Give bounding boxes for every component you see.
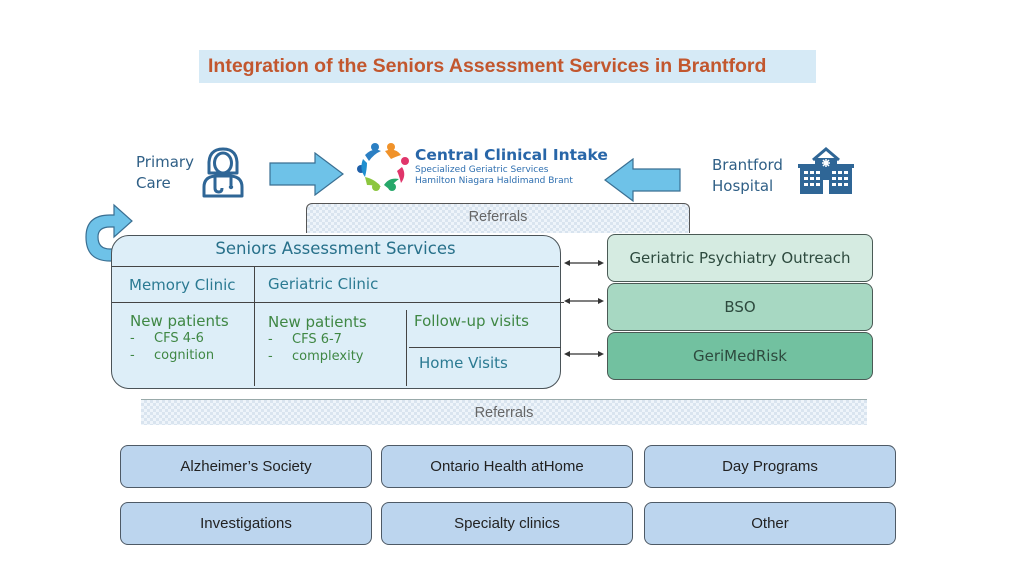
service-other: Other	[644, 502, 896, 545]
service-investigations: Investigations	[120, 502, 372, 545]
memory-clinic-new-patients: New patients -CFS 4-6 -cognition	[130, 312, 229, 364]
service-ontario-health-athome: Ontario Health atHome	[381, 445, 633, 488]
divider	[406, 310, 407, 386]
central-intake-name: Central Clinical Intake	[415, 146, 608, 164]
title-banner: Integration of the Seniors Assessment Se…	[199, 50, 816, 83]
primary-care-line1: Primary	[136, 153, 194, 171]
new-patients-label: New patients	[268, 313, 367, 331]
list-item: -CFS 4-6	[130, 331, 204, 346]
people-circle-logo-icon	[357, 143, 409, 191]
bidirectional-arrow-icon	[564, 351, 604, 357]
sas-title: Seniors Assessment Services	[215, 239, 456, 258]
referrals-bottom-label: Referrals	[474, 405, 534, 421]
service-specialty-clinics: Specialty clinics	[381, 502, 633, 545]
hospital-label: Brantford Hospital	[712, 155, 783, 197]
central-intake-subtitle1: Specialized Geriatric Services	[415, 165, 549, 175]
partner-bso: BSO	[607, 283, 873, 331]
follow-up-visits: Follow-up visits	[414, 312, 529, 330]
geriatric-clinic-new-patients: New patients -CFS 6-7 -complexity	[268, 313, 367, 365]
bidirectional-arrow-icon	[564, 260, 604, 266]
service-alzheimers-society: Alzheimer’s Society	[120, 445, 372, 488]
referrals-band-top: Referrals	[306, 203, 690, 233]
list-item: -cognition	[130, 348, 215, 363]
central-intake-block: Central Clinical Intake Specialized Geri…	[415, 146, 608, 187]
seniors-assessment-services-box: Seniors Assessment Services Memory Clini…	[111, 235, 564, 389]
partner-gerimedrisk: GeriMedRisk	[607, 332, 873, 380]
divider	[112, 266, 559, 267]
diagram-title: Integration of the Seniors Assessment Se…	[208, 55, 767, 77]
hospital-line1: Brantford	[712, 156, 783, 174]
hospital-line2: Hospital	[712, 177, 774, 195]
arrow-left-icon	[604, 158, 681, 202]
central-intake-subtitle2: Hamilton Niagara Haldimand Brant	[415, 176, 573, 186]
referrals-top-label: Referrals	[468, 209, 528, 225]
bidirectional-arrow-icon	[564, 298, 604, 304]
hospital-icon	[798, 147, 854, 194]
divider	[254, 266, 255, 386]
geriatric-clinic-heading: Geriatric Clinic	[268, 275, 379, 293]
divider	[112, 302, 564, 303]
list-item: -complexity	[268, 349, 364, 364]
primary-care-label: Primary Care	[136, 152, 194, 194]
partner-geriatric-psychiatry-outreach: Geriatric Psychiatry Outreach	[607, 234, 873, 282]
u-turn-arrow-icon	[85, 203, 133, 262]
new-patients-label: New patients	[130, 312, 229, 330]
service-day-programs: Day Programs	[644, 445, 896, 488]
divider	[409, 347, 561, 348]
list-item: -CFS 6-7	[268, 332, 342, 347]
memory-clinic-heading: Memory Clinic	[129, 276, 236, 294]
doctor-icon	[202, 147, 244, 198]
referrals-band-bottom: Referrals	[141, 399, 867, 425]
home-visits: Home Visits	[419, 354, 508, 372]
arrow-right-icon	[269, 152, 344, 196]
primary-care-line2: Care	[136, 174, 171, 192]
